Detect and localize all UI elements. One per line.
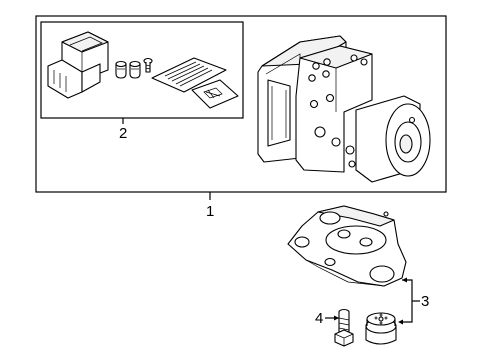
callout-1: 1 bbox=[206, 203, 214, 220]
mounting-bracket-icon bbox=[287, 205, 407, 287]
small-screw-icon bbox=[143, 57, 153, 73]
isolator-grommet-icon bbox=[365, 312, 397, 345]
valve-plug-icon bbox=[129, 60, 141, 79]
callout-2: 2 bbox=[119, 125, 127, 142]
bracket-bolt-icon bbox=[334, 308, 354, 347]
callout-3: 3 bbox=[421, 293, 429, 310]
callout-4: 4 bbox=[315, 310, 323, 327]
abs-modulator-icon bbox=[257, 35, 431, 183]
leader-line-3 bbox=[398, 277, 420, 325]
label-sticker-icon bbox=[191, 79, 239, 109]
assembly-frame bbox=[35, 15, 447, 193]
control-module-icon bbox=[47, 31, 109, 99]
instruction-sheet-icon bbox=[151, 57, 227, 93]
kit-frame bbox=[40, 21, 244, 119]
leader-line-4 bbox=[325, 315, 339, 321]
valve-plug-icon bbox=[115, 60, 127, 79]
